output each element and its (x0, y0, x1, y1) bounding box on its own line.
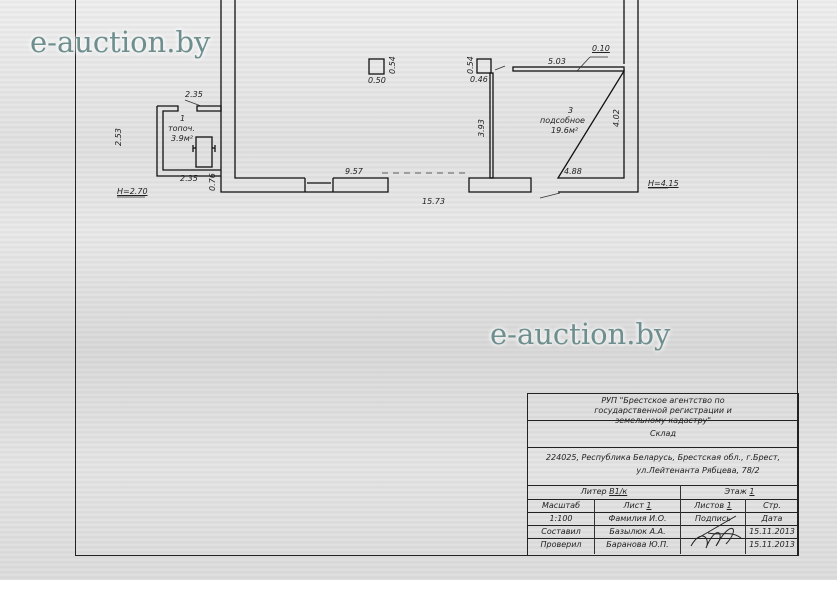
header-row-2: 1:100 Фамилия И.О. Подпись Дата (528, 512, 798, 526)
frame-bottom-line (75, 555, 798, 556)
name-header: Фамилия И.О. (595, 512, 681, 525)
sheet-value: 1 (646, 501, 652, 510)
scale-label: Масштаб (528, 499, 595, 512)
main-left-wall (220, 0, 389, 193)
date-header: Дата (761, 514, 783, 523)
dim-2-35-bottom: 2.35 (180, 174, 198, 183)
address-line1: 224025, Республика Беларусь, Брестская о… (545, 453, 781, 462)
dim-0-46: 0.46 (470, 75, 488, 84)
compiled-label: Составил (528, 525, 595, 538)
room1-number: 1 (180, 114, 186, 123)
right-bottom-wall (468, 177, 532, 193)
room1-name: топоч. (168, 124, 195, 133)
signature-scribble (690, 515, 742, 549)
dim-4-02: 4.02 (612, 109, 621, 127)
liter-label: Литер (580, 487, 607, 496)
signature-header: Подпись (681, 512, 746, 525)
frame-left-line (75, 0, 76, 556)
object-name: Склад (528, 421, 798, 448)
organization: РУП "Брестское агентство по государствен… (528, 394, 798, 425)
checked-row: Проверил Баранова Ю.П. 15.11.2013 (528, 538, 798, 554)
scanned-sheet (0, 0, 837, 580)
room3-name: подсобное (540, 116, 585, 125)
dim-9-57: 9.57 (345, 167, 363, 176)
frame-right-line (797, 0, 798, 556)
address-line2: ул.Лейтенанта Рябцева, 78/2 (636, 466, 760, 475)
checked-name: Баранова Ю.П. (595, 538, 681, 554)
dim-0-50: 0.50 (368, 76, 386, 85)
checked-label: Проверил (528, 538, 595, 554)
sheets-label: Листов (694, 501, 725, 510)
compiled-row: Составил Базылюк А.А. 15.11.2013 (528, 525, 798, 539)
room3-area: 19.6м² (551, 126, 579, 135)
title-block: РУП "Брестское агентство по государствен… (527, 393, 799, 556)
dim-0-54: 0.54 (466, 56, 475, 74)
watermark-top: e-auction.by (30, 25, 211, 59)
address: 224025, Республика Беларусь, Брестская о… (528, 447, 798, 486)
scale-value: 1:100 (528, 512, 595, 525)
checked-date: 15.11.2013 (749, 540, 795, 549)
height-4-15: H=4.15 (648, 179, 679, 188)
page-label: Стр. (763, 501, 781, 510)
door-opening (304, 178, 334, 192)
liter-value: В1/к (609, 487, 628, 496)
dim-4-88: 4.88 (564, 167, 582, 176)
height-2-70: H=2.70 (117, 187, 148, 196)
liter-floor-row: Литер В1/к Этаж 1 (528, 485, 798, 500)
room1-area: 3.9м² (171, 134, 193, 143)
compiled-name: Базылюк А.А. (595, 525, 681, 538)
room3-number: 3 (568, 106, 574, 115)
floor-value: 1 (749, 487, 755, 496)
boiler-room-walls (156, 105, 222, 177)
column-square-2 (476, 58, 492, 74)
column-square (368, 58, 385, 75)
sheets-value: 1 (726, 501, 732, 510)
floor-label: Этаж (724, 487, 747, 496)
dim-0-10: 0.10 (592, 44, 610, 53)
partition-wall (489, 72, 494, 179)
upper-wall (512, 66, 625, 72)
dim-0-54-column: 0.54 (388, 56, 397, 74)
dim-15-73: 15.73 (422, 197, 445, 206)
right-wall (556, 0, 639, 193)
compiled-date: 15.11.2013 (749, 527, 795, 536)
furnace (195, 136, 213, 168)
dim-2-53: 2.53 (114, 128, 123, 146)
header-row-1: Масштаб Лист 1 Листов 1 Стр. (528, 499, 798, 513)
dim-3-93: 3.93 (477, 119, 486, 137)
signature-cell (681, 525, 746, 538)
sheet-label: Лист (623, 501, 644, 510)
dim-5-03: 5.03 (548, 57, 566, 66)
furnace-ticks (192, 145, 216, 152)
dim-2-35-top: 2.35 (185, 90, 203, 99)
dim-0-76: 0.76 (208, 173, 217, 191)
watermark-center: e-auction.by (490, 317, 671, 351)
